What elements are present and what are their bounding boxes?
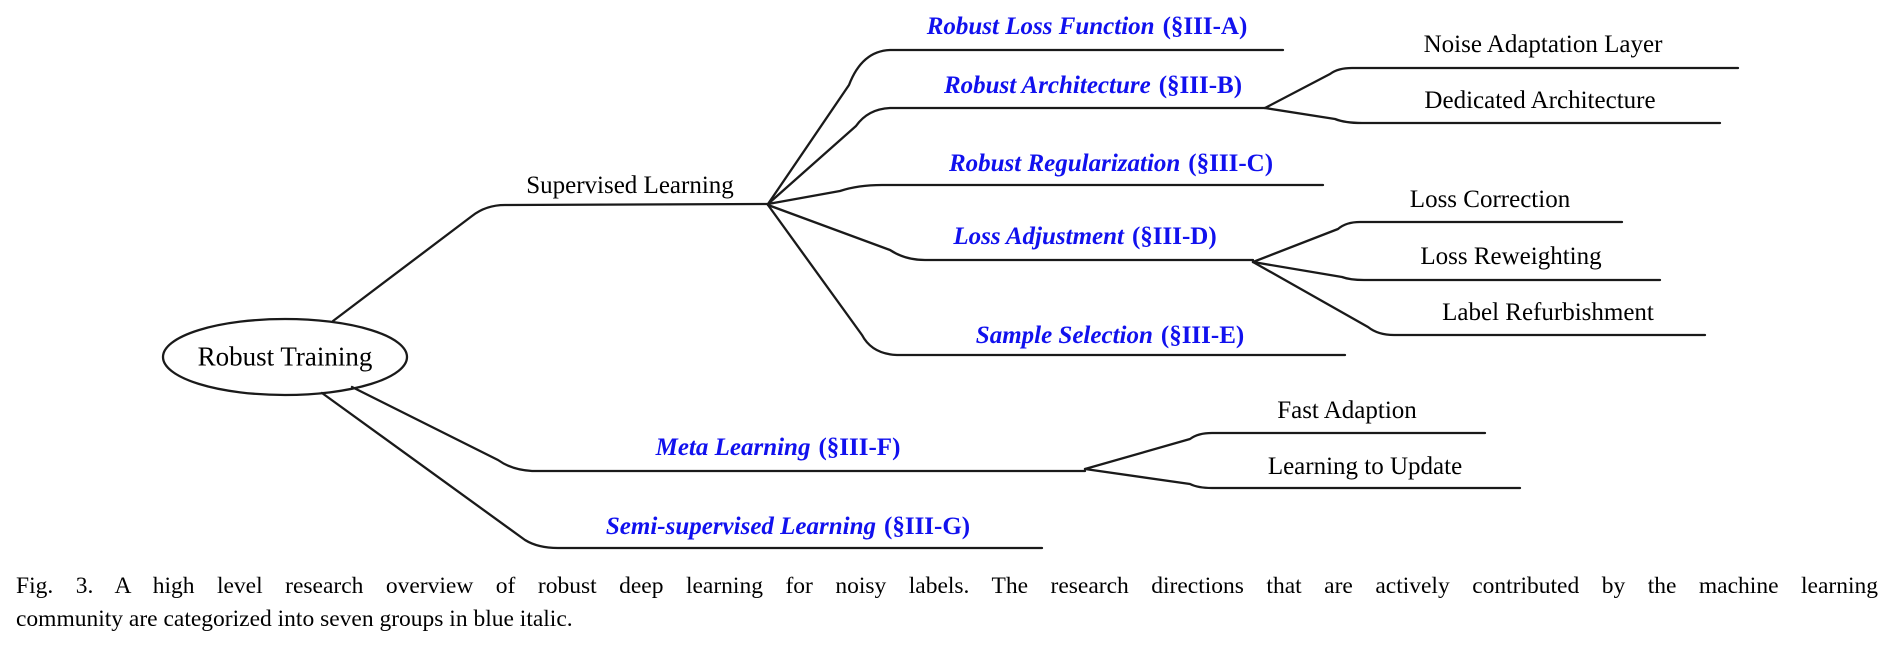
node-robust-loss-function: Robust Loss Function (§III-A) — [927, 11, 1248, 43]
edge-adj-correction — [1251, 220, 1624, 264]
section-ref: (§III-G) — [884, 513, 971, 540]
node-label: Meta Learning — [655, 434, 811, 461]
edge-arch-dedicated — [1263, 106, 1722, 125]
figure-caption: Fig. 3. A high level research overview o… — [16, 570, 1878, 636]
section-ref: (§III-B) — [1158, 72, 1243, 99]
node-supervised-learning: Supervised Learning — [526, 172, 734, 199]
edge-sup-robust-reg — [766, 183, 1325, 206]
node-label-refurbishment: Label Refurbishment — [1442, 299, 1654, 326]
root-node-ellipse — [161, 317, 409, 397]
node-label: Semi-supervised Learning — [605, 513, 877, 540]
edge-sup-sample-sel — [766, 203, 1347, 357]
node-label: Robust Loss Function — [926, 13, 1155, 40]
edge-sup-robust-arch — [766, 106, 1267, 206]
edge-root-supervised — [331, 202, 770, 323]
caption-line-1: Fig. 3. A high level research overview o… — [16, 573, 1878, 599]
node-fast-adaption: Fast Adaption — [1277, 397, 1417, 424]
node-loss-correction: Loss Correction — [1409, 186, 1571, 213]
node-label: Loss Adjustment — [953, 223, 1124, 250]
edge-sup-robust-loss — [766, 48, 1285, 206]
node-noise-adaptation-layer: Noise Adaptation Layer — [1423, 31, 1663, 58]
node-robust-regularization: Robust Regularization (§III-C) — [949, 148, 1273, 180]
edge-root-semi — [320, 391, 1044, 550]
section-ref: (§III-D) — [1131, 223, 1217, 250]
node-robust-training: Robust Training — [197, 341, 373, 372]
edge-root-meta — [350, 385, 1087, 473]
node-meta-learning: Meta Learning (§III-F) — [656, 432, 901, 464]
section-ref: (§III-F) — [818, 434, 901, 461]
section-ref: (§III-C) — [1188, 150, 1274, 177]
edge-meta-update — [1083, 467, 1522, 490]
node-semi-supervised-learning: Semi-supervised Learning (§III-G) — [606, 511, 970, 543]
edge-sup-loss-adj — [766, 203, 1255, 262]
node-label: Robust Regularization — [948, 150, 1181, 177]
node-loss-adjustment: Loss Adjustment (§III-D) — [953, 221, 1216, 253]
node-learning-to-update: Learning to Update — [1267, 453, 1463, 480]
caption-line-2: community are categorized into seven gro… — [16, 606, 573, 632]
node-loss-reweighting: Loss Reweighting — [1420, 243, 1602, 270]
edge-adj-reweighting — [1251, 260, 1662, 282]
edge-meta-fast — [1083, 431, 1487, 471]
node-sample-selection: Sample Selection (§III-E) — [976, 320, 1244, 352]
section-ref: (§III-E) — [1160, 322, 1245, 349]
node-label: Robust Architecture — [943, 72, 1151, 99]
node-label: Sample Selection — [975, 322, 1153, 349]
node-dedicated-architecture: Dedicated Architecture — [1424, 87, 1656, 114]
section-ref: (§III-A) — [1162, 13, 1248, 40]
edge-arch-noise — [1263, 66, 1740, 110]
node-robust-architecture: Robust Architecture (§III-B) — [944, 70, 1242, 102]
edge-adj-refurbish — [1251, 260, 1707, 337]
